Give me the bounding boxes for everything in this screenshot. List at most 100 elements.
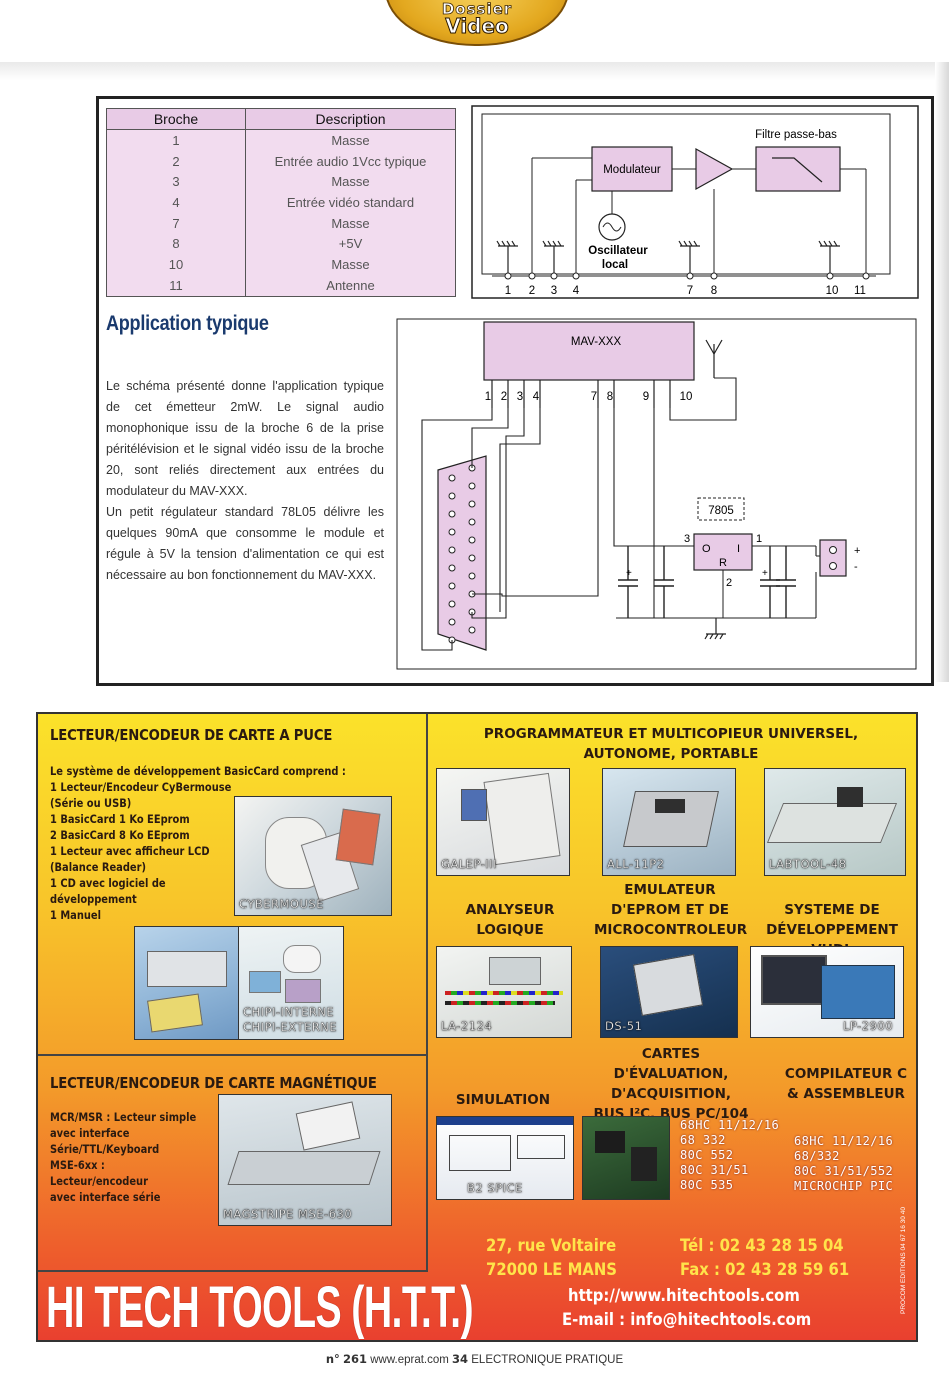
modulator-label: Modulateur [603,164,661,176]
photo-caption: MAGSTRIPE MSE-630 [223,1207,353,1221]
pin-cell: 11 [106,274,246,297]
article-paragraph: Un petit régulateur standard 78L05 déliv… [106,505,384,582]
module-box [483,321,695,381]
compiler-title: COMPILATEUR C & ASSEMBLEUR [778,1064,914,1104]
eval-title-line: CARTES D'ÉVALUATION, [613,1046,729,1082]
article-body: Le schéma présenté donne l'application t… [106,376,384,586]
photo-caption: CHIPI-EXTERNE [243,1020,338,1034]
issue-number: 261 [343,1352,368,1366]
regulator-label: 7805 [708,505,734,517]
ad-divider [38,1270,428,1272]
desc-cell: +5V [245,233,456,255]
photo-caption: LABTOOL-48 [769,857,847,871]
magazine-name: ELECTRONIQUE PRATIQUE [471,1354,624,1366]
ground-symbol [704,618,726,640]
smartcard-line: 1 BasicCard 1 Ko EEprom [50,812,190,826]
pin-cell: 4 [106,192,246,213]
smartcard-line: développement [50,892,137,906]
photo-caption: DS-51 [605,1019,643,1033]
page-edge-shadow [935,62,949,682]
page-number: 34 [452,1352,469,1366]
power-connector [819,539,847,577]
fax-number: Fax : 02 43 28 59 61 [680,1260,850,1279]
capacitor-polarity: + [626,568,632,579]
analyzer-title: ANALYSEUR LOGIQUE [450,900,570,940]
ground-symbols [496,240,840,276]
eval-title-line: D'ACQUISITION, [610,1086,732,1102]
smartcard-line: 1 Manuel [50,908,102,922]
module-pin-number: 4 [533,391,540,403]
programmer-title-line: PROGRAMMATEUR ET MULTICOPIEUR UNIVERSEL, [483,726,859,742]
eval-title: CARTES D'ÉVALUATION, D'ACQUISITION, BUS … [586,1044,756,1124]
address-line: 72000 LE MANS [486,1260,618,1279]
photo-caption: LP-2900 [843,1019,894,1033]
credit-anchor: PROCOM EDITIONS 04 67 16 30 40 [900,1207,909,1324]
smartcard-title: LECTEUR/ENCODEUR DE CARTE A PUCE [50,726,333,744]
magcard-line: MCR/MSR : Lecteur simple [50,1110,197,1124]
magcard-line: avec interface [50,1126,130,1140]
photo-chipi-externe: CHIPI-INTERNE CHIPI-EXTERNE [238,926,344,1040]
antenna-symbol [705,339,723,378]
block-diagram-frame [471,105,919,299]
filter-box [755,146,841,192]
company-logo-text: HI TECH TOOLS (H.T.T.) [46,1275,474,1340]
emulator-title: EMULATEUR D'EPROM ET DE MICROCONTROLEUR [594,880,747,940]
regulator-label-box [697,497,745,521]
pin-cell: 10 [106,254,246,275]
photo-caption: CYBERMOUSE [239,897,324,911]
magcard-line: MSE-6xx : [50,1158,105,1172]
pin-number: 2 [529,285,535,297]
photo-b2spice: B2 SPICE [436,1116,574,1200]
desc-cell: Masse [245,212,456,234]
pin-table-header: Broche Description [106,108,456,130]
regulator-pin-letter: O [702,543,711,555]
smartcard-line: 1 CD avec logiciel de [50,876,166,890]
block-diagram: Modulateur Filtre passe-bas Oscillateur … [471,105,919,299]
smartcard-line: Le système de développement BasicCard co… [50,764,346,778]
pin-number: 1 [505,285,511,297]
email-link[interactable]: E-mail : info@hitechtools.com [562,1310,812,1329]
photo-caption: CHIPI-INTERNE [243,1005,335,1019]
photo-caption: B2 SPICE [467,1181,523,1195]
section-label-2: Video [445,14,510,39]
article-title: Application typique [106,312,269,335]
oscillator-label-1: Oscillateur [588,245,648,257]
module-pins [491,380,671,408]
page-footer: n° 261 www.eprat.com 34 ELECTRONIQUE PRA… [0,1352,949,1366]
scart-connector [437,455,487,651]
desc-cell: Masse [245,254,456,275]
section-label-1: Dossier [441,0,513,18]
pin-nodes [504,272,870,280]
photo-caption: GALEP-III [441,857,497,871]
block-diagram-inner [481,113,891,275]
magcard-line: avec interface série [50,1190,161,1204]
website-link[interactable]: http://www.hitechtools.com [568,1286,800,1305]
pin-number: 8 [711,285,717,297]
simulation-title: SIMULATION [455,1092,551,1108]
pin-cell: 2 [106,150,246,172]
power-minus-label: - [854,561,858,573]
regulator-pin-letter: I [737,543,740,555]
magcard-line: Lecteur/encodeur [50,1174,148,1188]
eval-list: 68HC 11/12/16 68 332 80C 552 80C 31/51 8… [680,1118,780,1192]
ad-divider [38,1054,428,1056]
module-pin-number: 1 [485,391,491,403]
photo-la2124: LA-2124 [436,946,572,1038]
desc-cell: Antenne [245,274,456,297]
regulator-box [693,533,753,571]
power-plus-label: + [854,545,860,557]
pin-number: 11 [854,285,866,297]
compiler-title-line: & ASSEMBLEUR [787,1086,905,1102]
desc-cell: Entrée vidéo standard [245,192,456,213]
module-pin-number: 9 [643,391,649,403]
issue-prefix: n° [325,1352,340,1366]
modulator-box [591,146,673,192]
printer-credit: PROCOM EDITIONS 04 67 16 30 40 [900,1207,907,1314]
compiler-title-line: COMPILATEUR C [784,1066,908,1082]
capacitor-symbols [618,546,796,618]
vhdl-title-line: SYSTEME DE [784,902,880,918]
